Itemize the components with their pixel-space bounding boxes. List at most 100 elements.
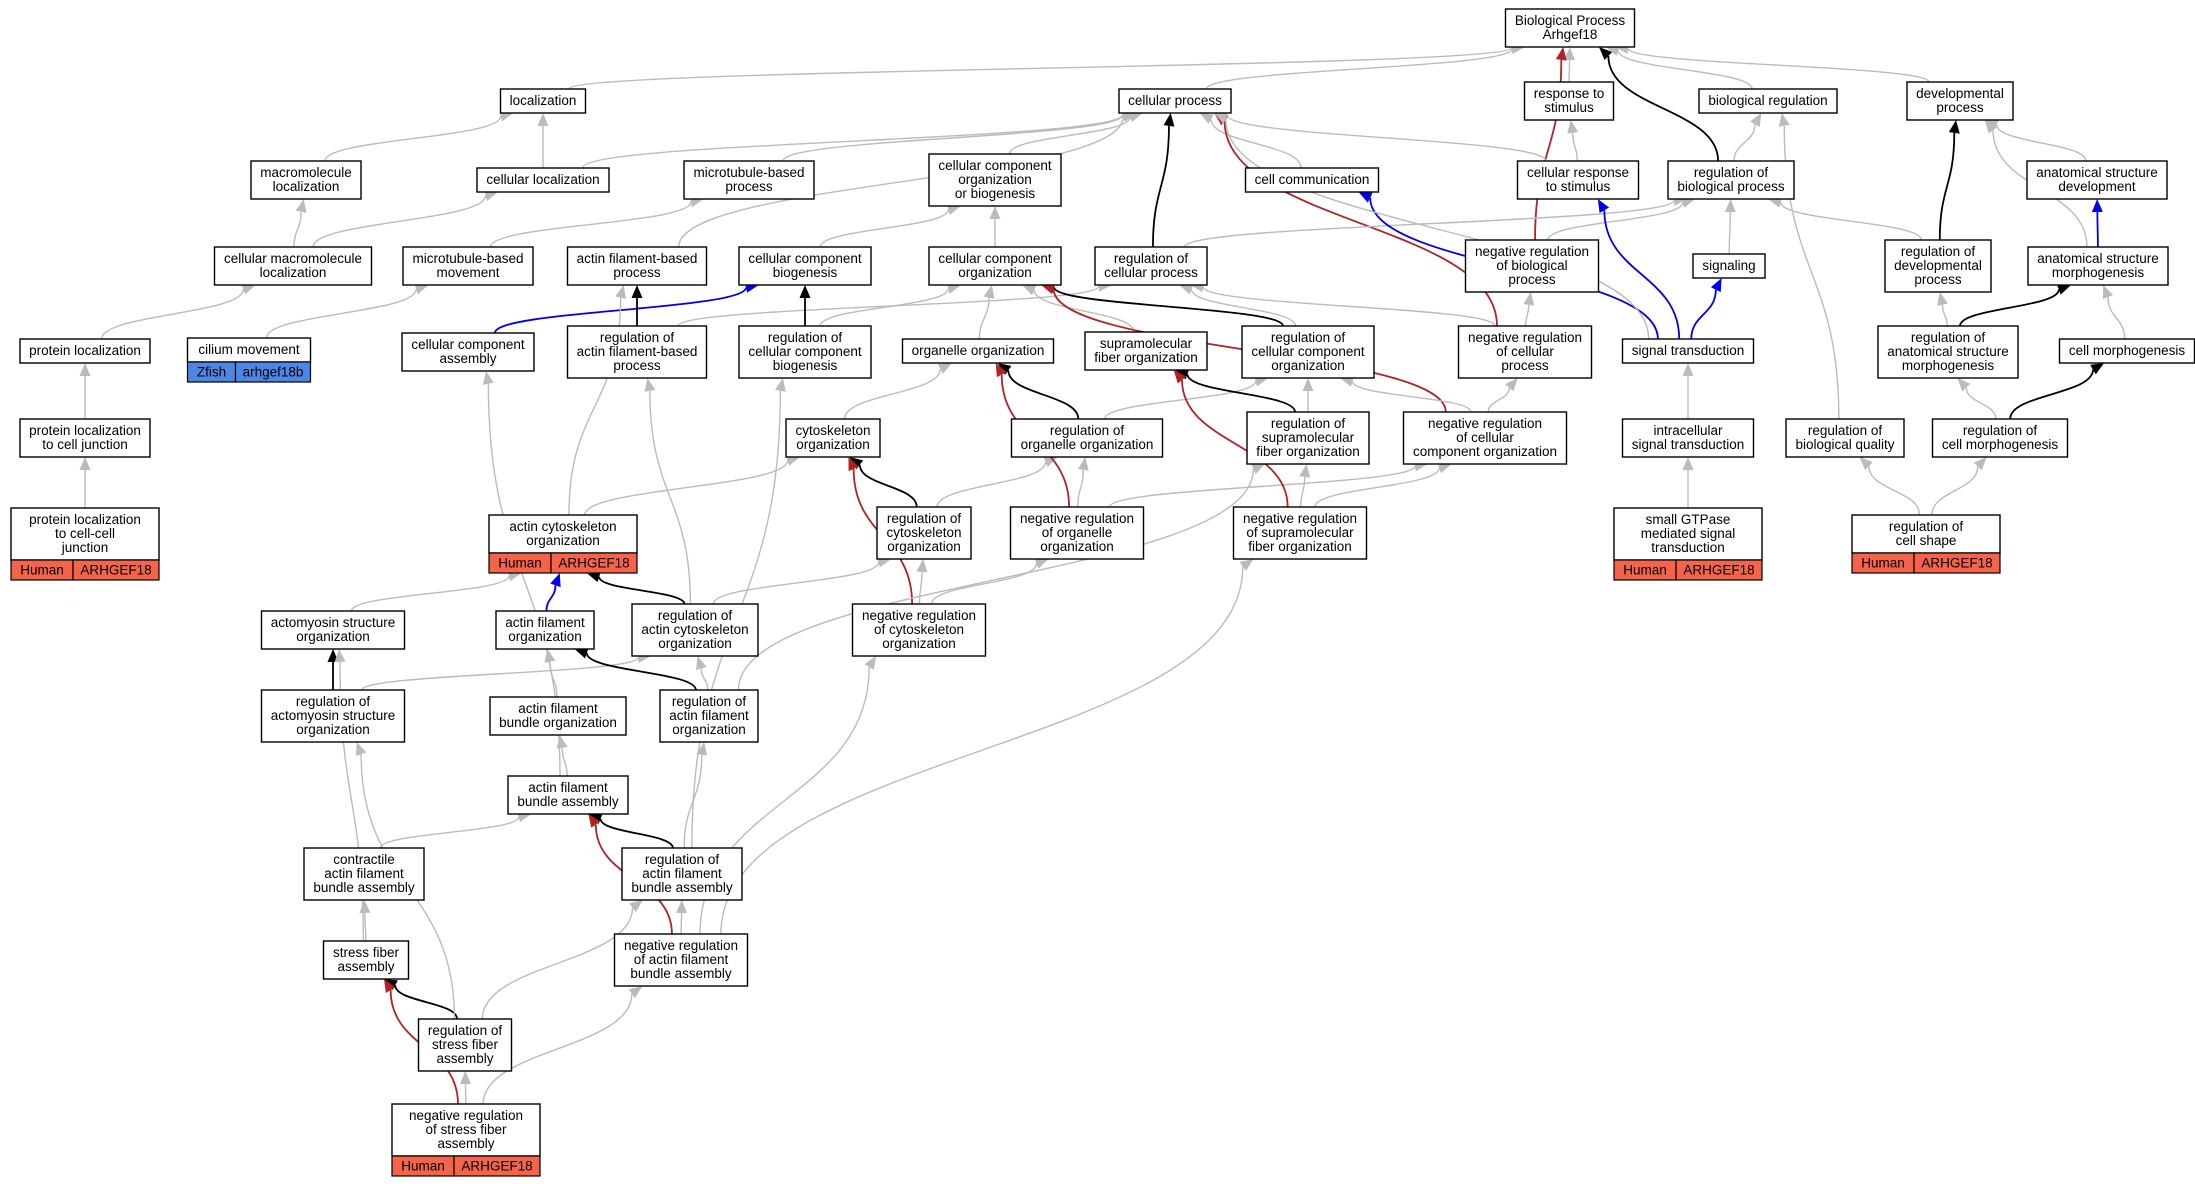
node-label-line: negative regulation [1243,511,1357,526]
go-term-node[interactable]: signaling [1692,253,1766,279]
node-label-line: cell morphogenesis [2069,343,2186,358]
node-label-line: regulation of [887,511,962,526]
node-label-line: regulation of [1911,330,1986,345]
edge-arrowhead [696,742,708,756]
go-term-node[interactable]: protein localization [19,338,151,364]
node-label-line: process [725,179,773,194]
node-label-line: contractile [333,852,395,867]
go-term-node[interactable]: cellular localization [476,167,610,193]
go-term-node[interactable]: localization [499,88,587,114]
node-label-line: organization [508,629,582,644]
edge-arrowhead [786,455,801,466]
species-label: Human [498,556,542,571]
edge-arrowhead [1022,284,1037,296]
go-term-node[interactable]: biological regulation [1698,88,1838,114]
node-box [566,246,708,286]
edge-is-a [712,561,880,605]
node-box [928,246,1062,286]
node-label-line: actin filament-based [577,344,698,359]
node-label-line: biological regulation [1708,93,1827,108]
edge-arrowhead [615,285,627,299]
node-box [213,246,373,286]
node-box [1851,514,2001,554]
go-term-node[interactable]: cellular process [1118,88,1232,114]
edge-arrowhead [1605,45,1620,56]
go-term-node[interactable]: cell morphogenesis [2058,338,2195,364]
edge-part-of [1938,132,1956,241]
node-label-line: organization [296,629,370,644]
node-label-line: cell shape [1896,533,1957,548]
node-box [1464,239,1600,293]
gene-label: ARHGEF18 [80,563,151,578]
go-term-node[interactable]: cell communication [1244,167,1380,193]
edge-is-a [293,211,302,248]
go-term-node[interactable]: signal transduction [1621,338,1755,364]
edge-arrowhead [384,979,396,993]
node-box [1244,167,1380,193]
edge-arrowhead [1239,559,1254,571]
node-box [1621,338,1755,364]
node-label-line: Biological Process [1515,13,1626,28]
edge-is-a [1780,202,1923,241]
go-term-node[interactable]: organelle organization [901,338,1055,364]
edge-arrowhead [355,742,367,757]
edge-is-a [843,368,942,420]
node-label-line: intracellular [1653,423,1723,438]
